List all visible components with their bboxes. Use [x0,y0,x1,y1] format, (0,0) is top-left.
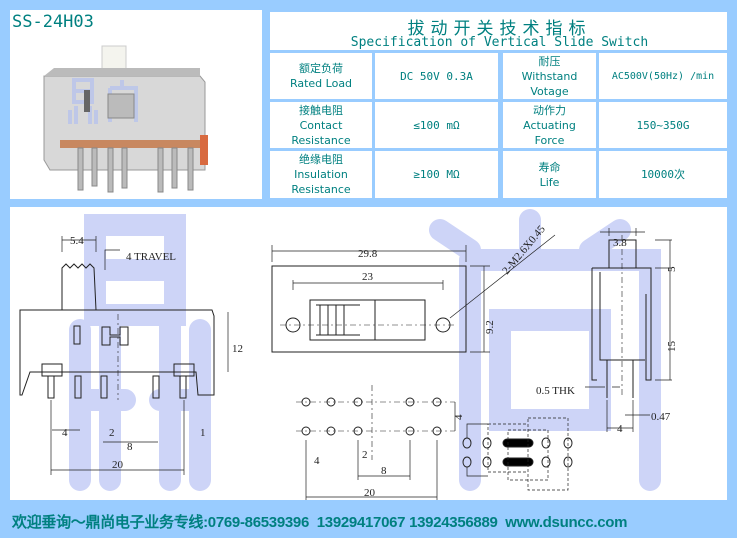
dim-thk: 0.5 THK [536,385,575,397]
label-cn: 动作力 [533,103,566,117]
dim-offset-2: 2 [109,427,115,439]
model-number: SS-24H03 [12,12,94,32]
label-en: Contact Resistance [291,118,351,147]
dim-side-3-8: 3.8 [613,237,627,249]
product-photo [43,45,208,193]
dim-span-20: 20 [112,459,124,471]
label-cn: 额定负荷 [299,62,343,75]
contact-footer: 欢迎垂询～鼎尚电子业务专线:0769-86539396 13929417067 … [12,514,628,531]
dim-travel: 4 TRAVEL [126,251,176,263]
label-cn: 接触电阻 [299,103,343,117]
dim-lever-width: 5.4 [70,235,84,247]
dim-pcb-pitch-4: 4 [314,455,320,467]
spec-value-actuating-force: 150~350G [599,102,727,148]
dim-pcb-8: 8 [381,465,387,477]
label-cn: 耐压 [538,54,561,68]
dim-height-12: 12 [232,343,243,355]
dim-side-4: 4 [617,423,623,435]
spec-title-cn: 拔动开关技术指标 [407,19,592,39]
side-view [585,228,672,432]
front-view [19,236,229,475]
dim-pin-1: 1 [200,427,206,439]
dim-pcb-20: 20 [364,487,376,499]
label-cn: 寿命 [538,160,561,174]
pcb-layout [296,385,456,500]
top-view [271,234,556,353]
spec-value-contact-resistance: ≤100 mΩ [375,102,498,148]
dim-width-9-2: 9.2 [484,320,496,334]
label-cn: 绝缘电阻 [299,153,343,166]
label-en: Actuating Force [523,118,576,147]
product-photo-panel: SS-24H03 [8,8,264,201]
dim-pcb-2: 2 [362,449,368,461]
dim-side-5: 5 [666,266,678,272]
spec-header [270,12,727,50]
dim-length-29-8: 29.8 [358,248,378,260]
label-en: Withstand Votage [521,69,578,98]
photo-watermark [68,78,138,124]
dim-side-0-47: 0.47 [651,411,671,423]
spec-value-insulation: ≥100 MΩ [375,151,498,198]
watermark-logo [69,209,661,491]
spec-value-life: 10000次 [599,151,727,198]
dim-pitch-4: 4 [62,427,68,439]
spec-value-withstand: AC500V(50Hz) /min [599,53,727,99]
label-en: Rated Load [289,77,353,90]
label-en: Life [539,175,560,189]
dim-pitch-8: 8 [127,441,133,453]
spec-value-rated-load: DC 50V 0.3A [375,53,498,99]
schematic [462,417,573,491]
label-en: Insulation Resistance [291,168,351,196]
dim-pcb-4: 4 [453,414,465,420]
dim-hole-23: 23 [362,271,374,283]
spec-label-rated-load: 额定负荷 Rated Load [270,53,372,99]
dim-side-15: 15 [666,341,678,353]
spec-label-insulation: 绝缘电阻 Insulation Resistance [270,151,372,198]
spec-title-en: Specification of Vertical Slide Switch [350,35,649,50]
